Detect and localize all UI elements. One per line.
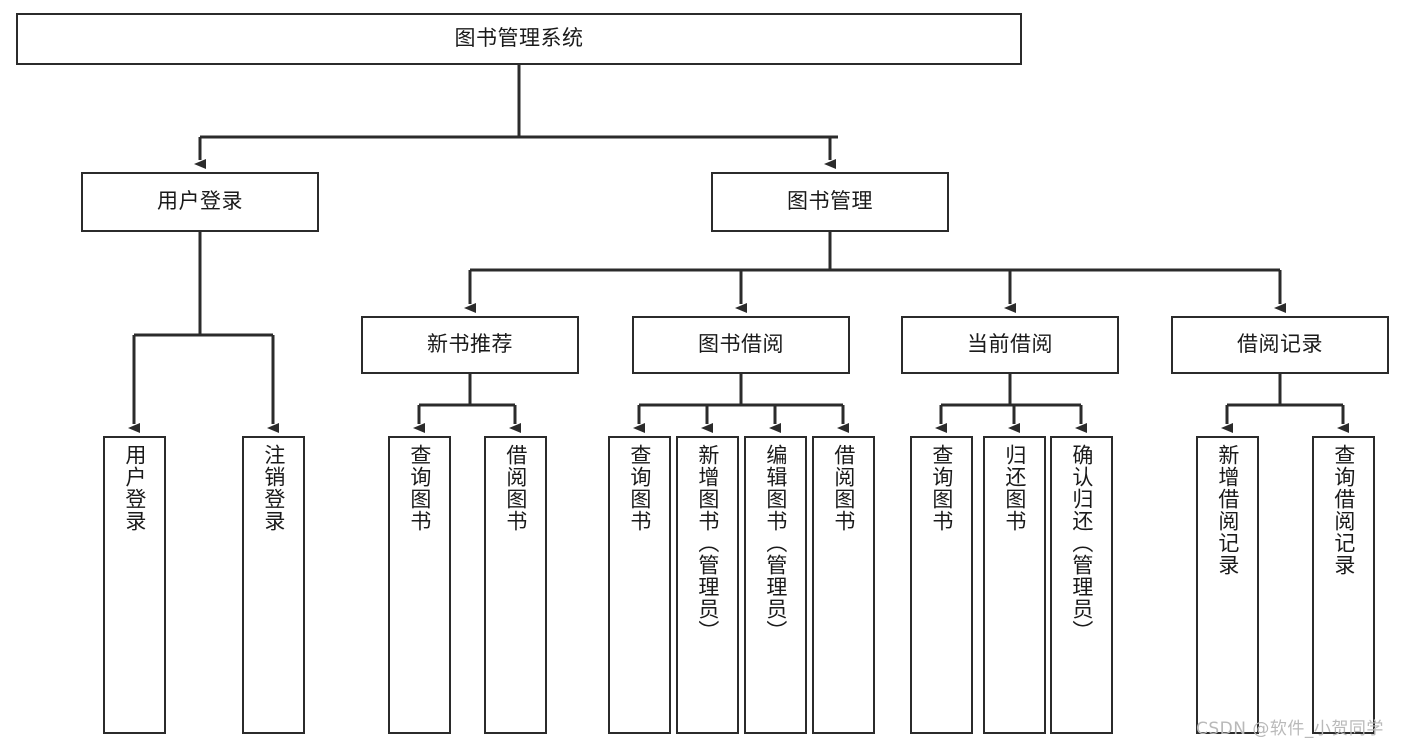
leaf-node-label: 新增图书（管理员） (695, 444, 720, 642)
leaf-node[interactable]: 查询图书 (388, 436, 451, 734)
node-new-book-recommend[interactable]: 新书推荐 (361, 316, 579, 374)
leaf-node-label: 归还图书 (1002, 444, 1027, 532)
leaf-node[interactable]: 编辑图书（管理员） (744, 436, 807, 734)
leaf-node-label: 查询图书 (627, 444, 652, 532)
leaf-node[interactable]: 查询图书 (910, 436, 973, 734)
leaf-node-label: 借阅图书 (503, 444, 528, 532)
leaf-node[interactable]: 新增借阅记录 (1196, 436, 1259, 734)
leaf-node[interactable]: 确认归还（管理员） (1050, 436, 1113, 734)
leaf-node-label: 编辑图书（管理员） (763, 444, 788, 642)
node-book-borrow-label: 图书借阅 (698, 332, 784, 357)
node-user-login[interactable]: 用户登录 (81, 172, 319, 232)
node-book-borrow[interactable]: 图书借阅 (632, 316, 850, 374)
leaf-node-label: 查询图书 (929, 444, 954, 532)
leaf-node[interactable]: 归还图书 (983, 436, 1046, 734)
leaf-node-label: 确认归还（管理员） (1069, 444, 1094, 642)
leaf-node-label: 查询借阅记录 (1331, 444, 1356, 576)
node-book-management[interactable]: 图书管理 (711, 172, 949, 232)
leaf-node-label: 借阅图书 (831, 444, 856, 532)
leaf-node[interactable]: 查询图书 (608, 436, 671, 734)
node-new-book-recommend-label: 新书推荐 (427, 332, 513, 357)
leaf-node-label: 用户登录 (122, 444, 147, 532)
node-current-borrow[interactable]: 当前借阅 (901, 316, 1119, 374)
leaf-node-label: 注销登录 (261, 444, 286, 532)
leaf-node[interactable]: 借阅图书 (484, 436, 547, 734)
leaf-node[interactable]: 借阅图书 (812, 436, 875, 734)
leaf-node-label: 查询图书 (407, 444, 432, 532)
leaf-node[interactable]: 注销登录 (242, 436, 305, 734)
leaf-node[interactable]: 用户登录 (103, 436, 166, 734)
node-borrow-record-label: 借阅记录 (1237, 332, 1323, 357)
leaf-node[interactable]: 新增图书（管理员） (676, 436, 739, 734)
node-user-login-label: 用户登录 (157, 189, 243, 214)
node-book-management-label: 图书管理 (787, 189, 873, 214)
node-borrow-record[interactable]: 借阅记录 (1171, 316, 1389, 374)
leaf-node[interactable]: 查询借阅记录 (1312, 436, 1375, 734)
leaf-node-label: 新增借阅记录 (1215, 444, 1240, 576)
node-root-label: 图书管理系统 (454, 26, 584, 51)
node-current-borrow-label: 当前借阅 (967, 332, 1053, 357)
node-root[interactable]: 图书管理系统 (16, 13, 1022, 65)
csdn-watermark: CSDN @软件_小贺同学 (1196, 719, 1384, 739)
